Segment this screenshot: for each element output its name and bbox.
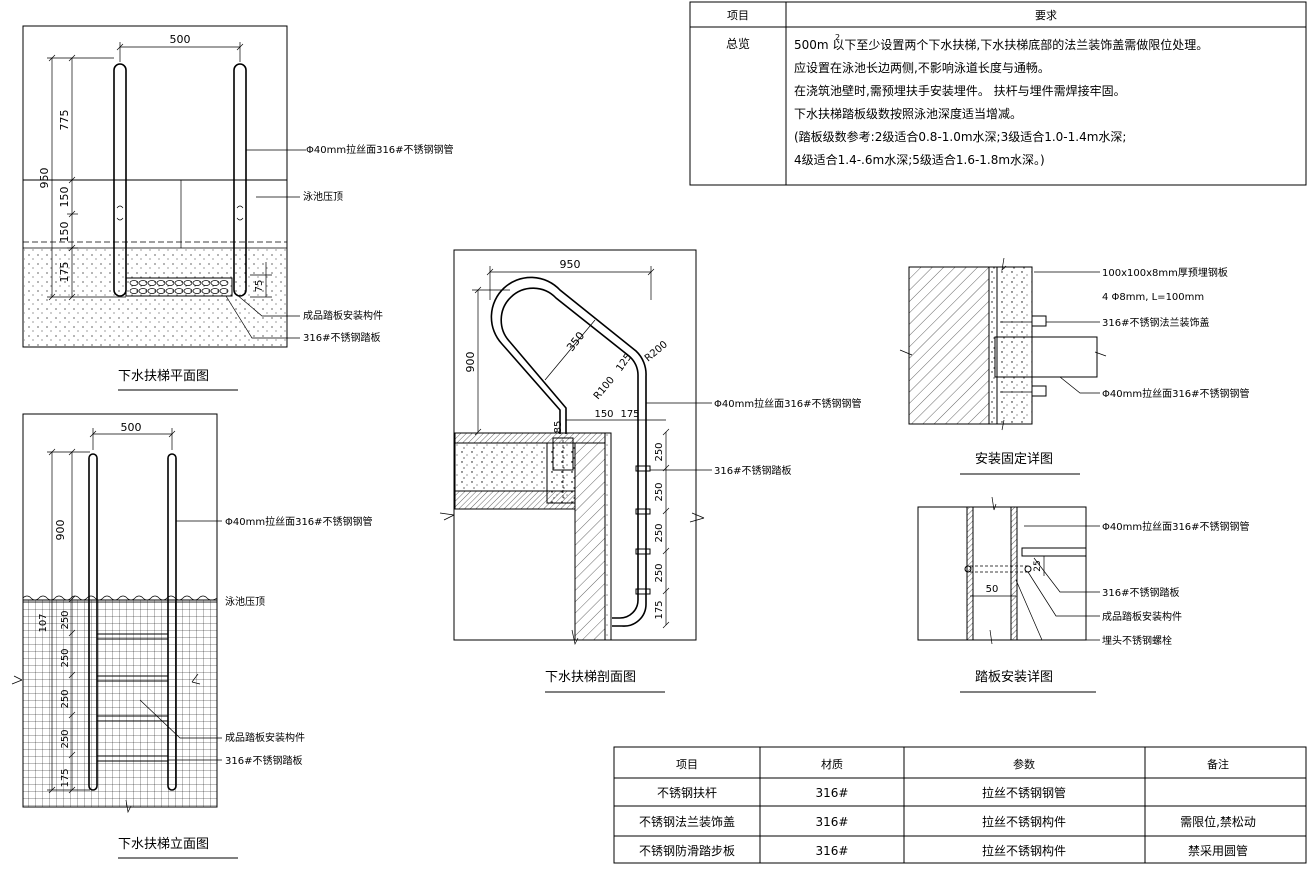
elev-dim-250b: 250 — [60, 648, 71, 667]
tread-label-bolt: 埋头不锈钢螺栓 — [1102, 634, 1172, 647]
plan-dim-775: 775 — [58, 110, 71, 131]
section-label-pipe: Φ40mm拉丝面316#不锈钢钢管 — [714, 397, 862, 410]
mat-r3-c4: 禁采用圆管 — [1188, 843, 1248, 858]
req-line-3: 在浇筑池壁时,需预埋扶手安装埋件。 扶杆与埋件需焊接牢固。 — [794, 83, 1126, 98]
plan-dim-500: 500 — [170, 33, 191, 46]
mat-r1-c2: 316# — [816, 786, 849, 800]
req-line-5: (踏板级数参考:2级适合0.8-1.0m水深;3级适合1.0-1.4m水深; — [794, 129, 1126, 144]
plan-dim-150b: 150 — [58, 222, 71, 243]
plan-label-tread: 316#不锈钢踏板 — [303, 331, 380, 344]
section-dim-150: 150 — [594, 409, 613, 420]
tread-detail: 50 25 Φ40mm拉丝面316#不锈钢钢管 316#不锈钢踏板 成品踏板安装… — [917, 496, 1250, 693]
install-label-pipe: Φ40mm拉丝面316#不锈钢钢管 — [1102, 387, 1250, 400]
elev-dim-107: 107 — [38, 613, 49, 632]
elev-dim-175: 175 — [60, 768, 71, 787]
tread-dim-25: 25 — [1033, 560, 1043, 571]
elev-dim-250a: 250 — [60, 610, 71, 629]
req-line-6: 4级适合1.4-.6m水深;5级适合1.6-1.8m水深。) — [794, 152, 1045, 167]
install-label-plate: 100x100x8mm厚预埋钢板 — [1102, 266, 1228, 279]
plan-dim-175: 175 — [58, 262, 71, 283]
section-view: 950 900 350 125 R200 R100 150 175 85 250… — [439, 249, 862, 693]
elev-label-tread: 316#不锈钢踏板 — [225, 754, 302, 767]
mat-r2-c2: 316# — [816, 815, 849, 829]
mat-header-param: 参数 — [1013, 757, 1035, 771]
section-dim-125: 125 — [614, 352, 634, 374]
mat-r2-c1: 不锈钢法兰装饰盖 — [639, 815, 735, 829]
section-dim-250b: 250 — [654, 482, 665, 501]
install-pipe — [994, 336, 1098, 378]
section-dim-r100: R100 — [592, 375, 617, 402]
tread-label-pipe: Φ40mm拉丝面316#不锈钢钢管 — [1102, 520, 1250, 533]
elev-dim-250c: 250 — [60, 689, 71, 708]
plan-label-coping: 泳池压顶 — [303, 190, 343, 203]
plan-view: 500 950 775 150 150 175 75 Φ40mm拉丝面316#不… — [22, 25, 454, 391]
plan-dim-950: 950 — [38, 168, 51, 189]
mat-r3-c2: 316# — [816, 844, 849, 858]
req-line-2: 应设置在泳池长边两侧,不影响泳道长度与通畅。 — [794, 60, 1050, 75]
section-dim-900: 900 — [464, 352, 477, 373]
mat-r2-c3: 拉丝不锈钢构件 — [982, 814, 1066, 829]
plan-dim-75: 75 — [254, 280, 265, 293]
material-table: 项目 材质 参数 备注 不锈钢扶杆 316# 拉丝不锈钢钢管 不锈钢法兰装饰盖 … — [613, 746, 1307, 864]
section-dim-250c: 250 — [654, 523, 665, 542]
section-dim-250d: 250 — [654, 563, 665, 582]
plan-dim-150a: 150 — [58, 187, 71, 208]
plan-label-pipe: Φ40mm拉丝面316#不锈钢钢管 — [306, 143, 454, 156]
install-label-flange: 316#不锈钢法兰装饰盖 — [1102, 316, 1209, 329]
elev-left-rail — [88, 453, 98, 791]
section-label-tread: 316#不锈钢踏板 — [714, 464, 791, 477]
mat-r1-c3: 拉丝不锈钢钢管 — [982, 785, 1066, 800]
install-title: 安装固定详图 — [975, 452, 1053, 467]
elev-label-mount: 成品踏板安装构件 — [225, 731, 305, 744]
tread-plate — [1021, 547, 1087, 557]
install-detail: 100x100x8mm厚预埋钢板 4 Φ8mm, L=100mm 316#不锈钢… — [899, 257, 1250, 475]
section-dim-r200: R200 — [643, 339, 670, 364]
mat-header-note: 备注 — [1207, 757, 1229, 771]
req-superscript: 2 — [835, 33, 840, 42]
req-header-item: 项目 — [727, 9, 749, 22]
mat-r1-c1: 不锈钢扶杆 — [657, 785, 717, 800]
req-header-req: 要求 — [1035, 9, 1057, 22]
mat-r2-c4: 需限位,禁松动 — [1180, 814, 1256, 829]
elevation-view: 500 900 107 250 250 250 250 175 Φ40mm拉丝面… — [11, 413, 373, 859]
elev-right-rail — [167, 453, 177, 791]
req-row-item: 总览 — [726, 36, 750, 51]
elev-dim-500: 500 — [121, 421, 142, 434]
plan-tread — [125, 277, 233, 297]
requirements-table: 项目 要求 总览 500m 以下至少设置两个下水扶梯,下水扶梯底部的法兰装饰盖需… — [689, 1, 1307, 186]
req-line-4: 下水扶梯踏板级数按照泳池深度适当增减。 — [794, 106, 1022, 121]
tread-dim-50: 50 — [986, 584, 999, 595]
install-label-bolt: 4 Φ8mm, L=100mm — [1102, 292, 1204, 303]
tread-label-mount: 成品踏板安装构件 — [1102, 610, 1182, 623]
plan-left-rail — [113, 63, 127, 297]
mat-header-item: 项目 — [676, 758, 698, 771]
section-dim-250a: 250 — [654, 442, 665, 461]
section-dim-175a: 175 — [620, 409, 639, 420]
plan-right-rail — [233, 63, 247, 297]
mat-header-material: 材质 — [821, 757, 843, 771]
mat-r3-c3: 拉丝不锈钢构件 — [982, 843, 1066, 858]
section-rail-inner — [490, 276, 647, 627]
mat-r3-c1: 不锈钢防滑踏步板 — [639, 843, 735, 858]
section-rail-outer — [500, 287, 639, 619]
section-dim-950: 950 — [560, 258, 581, 271]
section-title: 下水扶梯剖面图 — [545, 670, 636, 685]
section-dim-175b: 175 — [654, 600, 665, 619]
elev-dim-250d: 250 — [60, 729, 71, 748]
section-dim-85: 85 — [553, 421, 564, 434]
plan-label-mount: 成品踏板安装构件 — [303, 309, 383, 322]
req-line-1: 500m 以下至少设置两个下水扶梯,下水扶梯底部的法兰装饰盖需做限位处理。 — [794, 37, 1208, 52]
plan-title: 下水扶梯平面图 — [118, 369, 209, 384]
elev-label-coping: 泳池压顶 — [225, 595, 265, 608]
tread-label-tread: 316#不锈钢踏板 — [1102, 586, 1179, 599]
tread-title: 踏板安装详图 — [975, 670, 1053, 685]
elev-dim-900: 900 — [54, 520, 67, 541]
elev-label-pipe: Φ40mm拉丝面316#不锈钢钢管 — [225, 515, 373, 528]
elev-title: 下水扶梯立面图 — [118, 837, 209, 852]
